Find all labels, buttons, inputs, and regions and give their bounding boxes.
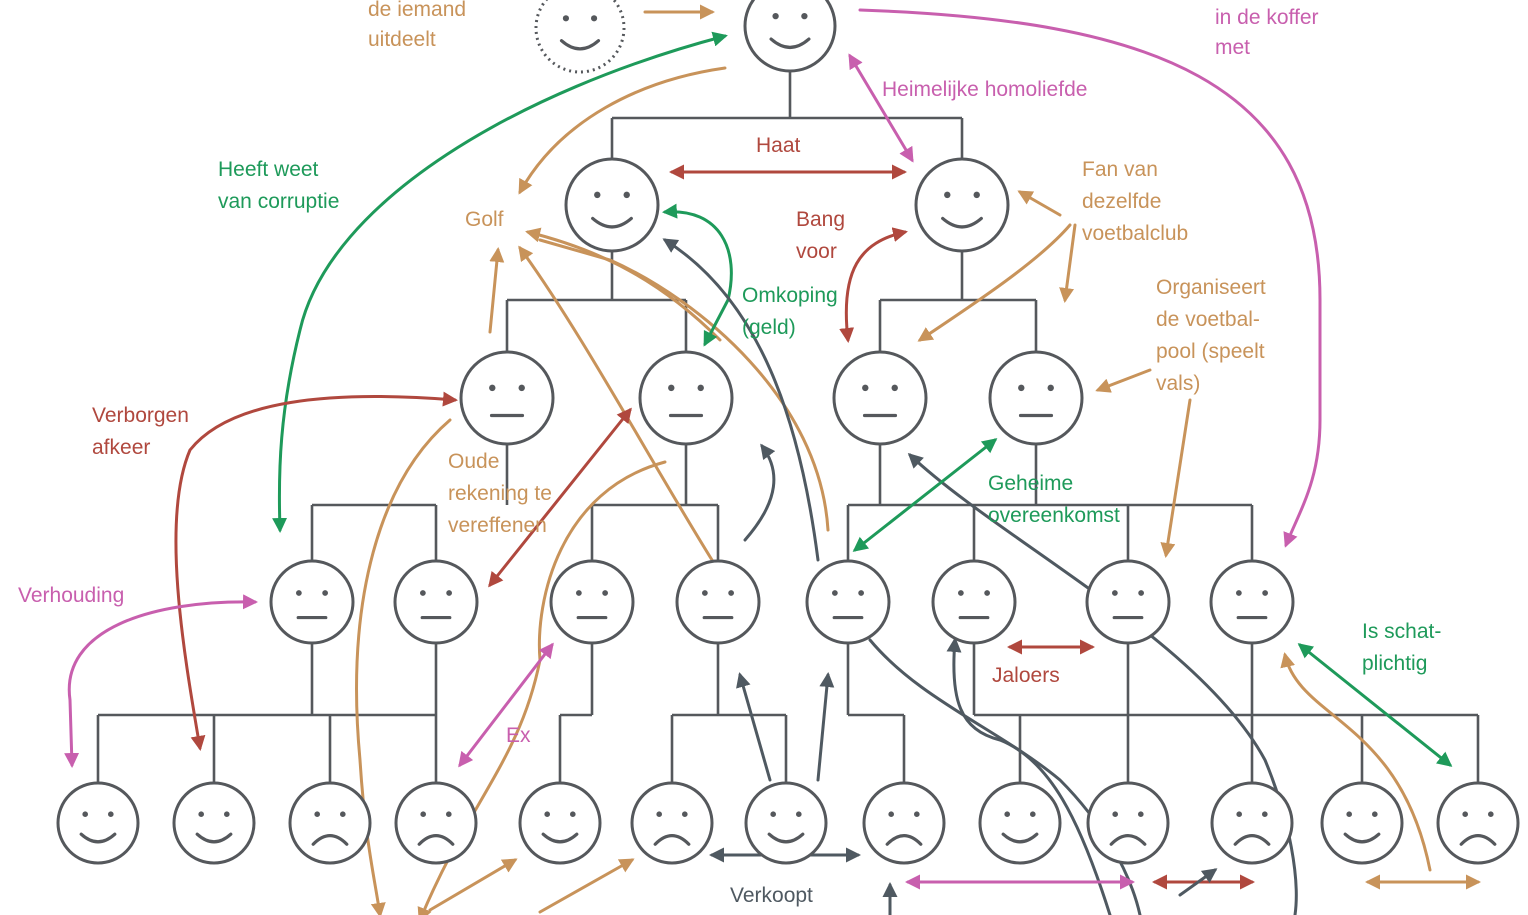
face-neutral	[1209, 559, 1295, 645]
label-rekening-1: Oude	[448, 450, 499, 473]
label-haat: Haat	[756, 134, 801, 157]
face-happy	[564, 157, 660, 253]
label-schat-2: plichtig	[1362, 652, 1427, 675]
arrow-schat	[1297, 643, 1453, 767]
face-neutral	[675, 559, 761, 645]
face-happy	[914, 157, 1010, 253]
arrow-rekening	[488, 407, 632, 588]
arrow-ex	[458, 642, 554, 768]
face-happy	[534, 0, 626, 74]
arrow-omkoping	[662, 203, 733, 347]
face-sad	[862, 781, 946, 865]
arrow-fan-1	[917, 223, 1072, 342]
face-neutral	[931, 559, 1017, 645]
label-corruptie-1: Heeft weet	[218, 158, 319, 181]
arrow-corruptie	[272, 31, 728, 533]
label-afkeer-1: Verborgen	[92, 404, 189, 427]
face-neutral	[988, 350, 1084, 446]
label-corruptie-2: van corruptie	[218, 190, 339, 213]
arrow-golf-line-2	[518, 245, 714, 562]
label-omkoping-1: Omkoping	[742, 284, 838, 307]
face-neutral	[393, 559, 479, 645]
arrow-golf-top	[518, 66, 727, 195]
arrow-bottom-slate	[1178, 868, 1218, 897]
face-happy	[518, 781, 602, 865]
label-top-left-1: de iemand	[368, 0, 466, 21]
arrow-fan-3	[1017, 190, 1062, 217]
face-neutral	[805, 559, 891, 645]
arrow-homoliefde	[848, 53, 914, 163]
arrow-verkoopt-2	[816, 672, 835, 782]
label-top-right-1: in de koffer	[1215, 6, 1319, 29]
label-geheime-1: Geheime	[988, 472, 1073, 495]
arrow-koffer	[858, 8, 1322, 548]
label-jaloers: Jaloers	[992, 664, 1060, 687]
label-homoliefde: Heimelijke homoliefde	[882, 78, 1087, 101]
arrow-slate-curve	[743, 443, 776, 542]
face-neutral	[832, 350, 928, 446]
label-bang-2: voor	[796, 240, 837, 263]
label-organiseert-4: vals)	[1156, 372, 1200, 395]
faces-layer	[56, 0, 1520, 865]
label-bang-1: Bang	[796, 208, 845, 231]
label-rekening-3: vereffenen	[448, 514, 547, 537]
label-fan-2: dezelfde	[1082, 190, 1161, 213]
arrow-verkoopt-1	[736, 672, 772, 782]
label-verkoopt: Verkoopt	[730, 884, 813, 907]
arrow-slate-jaloers-2	[868, 638, 1142, 915]
arrow-schat-tan	[1280, 652, 1432, 872]
face-happy	[1320, 781, 1404, 865]
arrow-bang	[839, 227, 908, 343]
label-organiseert-2: de voetbal-	[1156, 308, 1260, 331]
label-fan-1: Fan van	[1082, 158, 1158, 181]
arrow-organiseert-2	[1160, 398, 1192, 558]
face-sad	[630, 781, 714, 865]
face-sad	[1436, 781, 1520, 865]
label-schat-1: Is schat-	[1362, 620, 1441, 643]
face-neutral	[269, 559, 355, 645]
label-organiseert-3: pool (speelt	[1156, 340, 1265, 363]
face-happy	[744, 781, 828, 865]
labels-layer: de iemand uitdeelt in de koffer met Heim…	[18, 0, 1441, 907]
label-ex: Ex	[506, 724, 531, 747]
face-sad	[1086, 781, 1170, 865]
face-neutral	[1085, 559, 1171, 645]
label-verhouding: Verhouding	[18, 584, 124, 607]
arrow-bottom-tan-1	[428, 858, 518, 912]
label-geheime-2: overeenkomst	[988, 504, 1120, 527]
arrow-tan-afkeer	[355, 418, 452, 915]
face-neutral	[459, 350, 555, 446]
face-neutral	[638, 350, 734, 446]
label-golf: Golf	[465, 208, 504, 231]
face-neutral	[549, 559, 635, 645]
relationship-arrows	[64, 4, 1481, 915]
arrow-fan-2	[1059, 223, 1077, 303]
arrow-organiseert-1	[1095, 368, 1152, 393]
arrow-bottom-tan-2	[538, 858, 635, 914]
label-omkoping-2: (geld)	[742, 316, 796, 339]
label-top-right-2: met	[1215, 36, 1250, 59]
arrow-golf-line-3	[538, 238, 830, 532]
arrow-verhouding	[64, 594, 258, 768]
arrow-golf-up	[488, 247, 505, 334]
arrow-slate-long	[662, 238, 820, 562]
label-fan-3: voetbalclub	[1082, 222, 1188, 245]
label-top-left-2: uitdeelt	[368, 28, 436, 51]
arrow-geheime	[852, 438, 998, 552]
label-afkeer-2: afkeer	[92, 436, 150, 459]
label-organiseert-1: Organiseert	[1156, 276, 1266, 299]
face-happy	[56, 781, 140, 865]
face-sad	[288, 781, 372, 865]
face-happy	[978, 781, 1062, 865]
face-sad	[1210, 781, 1294, 865]
face-happy	[743, 0, 837, 73]
face-happy	[172, 781, 256, 865]
label-rekening-2: rekening te	[448, 482, 552, 505]
face-sad	[394, 781, 478, 865]
